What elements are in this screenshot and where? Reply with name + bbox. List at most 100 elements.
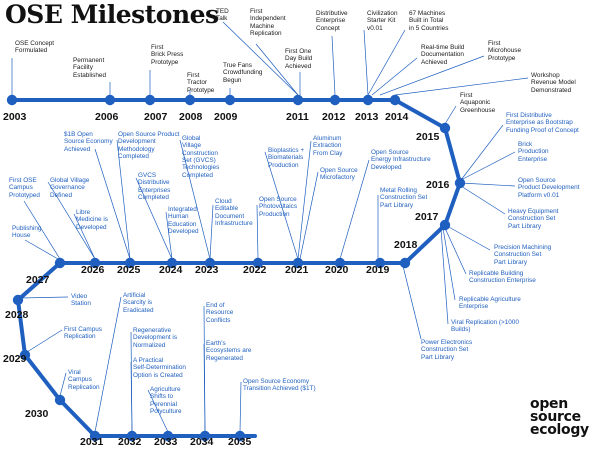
year-node <box>439 219 451 231</box>
year-label: 2003 <box>3 111 27 123</box>
year-label: 2009 <box>214 111 238 123</box>
leader-line <box>135 177 173 260</box>
year-label: 2024 <box>159 264 183 276</box>
milestone-label: Open Source Product Development Methodol… <box>118 131 180 161</box>
milestone-label: Open Source Photovoltaics Production <box>259 196 298 218</box>
leader-line <box>460 185 506 215</box>
year-node <box>374 257 386 269</box>
year-node <box>104 94 116 106</box>
year-node <box>362 94 374 106</box>
leader-line <box>339 159 370 260</box>
year-node <box>184 94 196 106</box>
leader-line <box>363 29 369 96</box>
year-label: 2017 <box>415 211 439 223</box>
milestone-label: Agriculture Shifts to Perennial Polycult… <box>150 386 182 416</box>
year-label: 2018 <box>394 239 418 251</box>
milestone-label: First OSE Campus Prototyped <box>9 177 40 199</box>
year-node <box>399 257 411 269</box>
leader-line <box>147 389 169 433</box>
year-label: 2011 <box>286 111 309 123</box>
year-node <box>439 122 451 134</box>
year-label: 2013 <box>355 111 379 123</box>
milestone-label: $1B Open Source Economy Achieved <box>64 131 113 153</box>
year-label: 2026 <box>81 264 105 276</box>
year-label: 2020 <box>325 264 349 276</box>
year-label: 2019 <box>366 264 390 276</box>
leader-line <box>460 182 516 187</box>
milestone-label: Civilization Starter Kit v0.01 <box>367 10 398 32</box>
milestone-label: Workshop Revenue Model Demonstrated <box>531 72 576 94</box>
leader-line <box>331 35 336 96</box>
leader-line <box>299 171 319 260</box>
year-node <box>6 94 18 106</box>
year-label: 2033 <box>154 436 178 448</box>
year-label: 2006 <box>95 111 119 123</box>
leader-line <box>47 181 96 260</box>
leader-line <box>209 204 214 260</box>
milestone-label: Permanent Facility Established <box>73 57 107 79</box>
year-label: 2022 <box>243 264 267 276</box>
year-label: 2008 <box>179 111 203 123</box>
milestone-label: A Practical Self-Determination Option is… <box>133 357 186 379</box>
year-label: 2025 <box>117 264 141 276</box>
leader-line <box>130 361 133 433</box>
year-node <box>124 257 136 269</box>
year-node <box>199 430 211 442</box>
year-label: 2014 <box>385 111 409 123</box>
milestone-label: 67 Machines Built in Total in 5 Countrie… <box>409 10 449 32</box>
year-node <box>329 94 341 106</box>
milestone-label: Open Source Microfactory <box>320 167 358 182</box>
milestone-label: Viral Campus Replication <box>68 369 100 391</box>
year-node <box>89 257 101 269</box>
milestone-label: GVCS Distributive Enterprises Completed <box>138 172 171 202</box>
year-label: 2015 <box>416 131 440 143</box>
milestone-label: Integrated Human Education Developed <box>168 206 199 236</box>
leader-line <box>73 213 96 260</box>
milestone-label: First Aquaponic Greenhouse <box>460 92 496 114</box>
year-node <box>162 430 174 442</box>
milestone-label: Global Village Governance Defined <box>50 177 90 199</box>
leader-line <box>444 227 467 275</box>
milestone-label: Earth's Ecosystems are Regenerated <box>206 340 252 362</box>
milestone-label: Open Source Energy Infrastructure Develo… <box>371 149 431 171</box>
milestone-label: TED Talk <box>216 8 229 23</box>
milestone-label: First Independent Machine Replication <box>250 8 286 38</box>
leader-line <box>297 140 312 260</box>
leader-line <box>394 77 529 96</box>
milestone-label: First One Day Build Achieved <box>285 48 313 70</box>
year-node <box>234 430 246 442</box>
milestone-label: Real-time Build Documentation Achieved <box>421 44 465 66</box>
leader-line <box>440 228 449 325</box>
leader-line <box>203 343 206 433</box>
leader-line <box>460 124 504 181</box>
milestone-label: Cloud Editable Document Infrastructure <box>215 198 253 228</box>
year-node <box>454 177 466 189</box>
year-node <box>252 257 264 269</box>
year-label: 2034 <box>190 436 214 448</box>
leader-line <box>460 151 516 181</box>
milestone-label: Publishing House <box>12 225 42 240</box>
year-node <box>389 94 401 106</box>
milestone-label: Viral Replication (>1000 Builds) <box>451 319 519 334</box>
leader-line <box>59 372 67 397</box>
logo-line-1: open <box>530 396 568 412</box>
year-node <box>12 294 24 306</box>
year-node <box>292 257 304 269</box>
leader-line <box>367 29 406 96</box>
year-label: 2029 <box>3 353 27 365</box>
year-label: 2016 <box>426 179 450 191</box>
year-label: 2035 <box>228 436 252 448</box>
year-node <box>144 94 156 106</box>
milestone-label: OSE Concept Formulated <box>15 40 55 55</box>
leader-line <box>19 296 69 299</box>
milestone-label: Replicable Agriculture Enterprise <box>459 296 521 311</box>
leader-line <box>24 239 59 260</box>
milestone-label: End of Resource Conflicts <box>206 302 234 324</box>
leader-line <box>165 211 173 260</box>
year-label: 2027 <box>26 274 50 286</box>
ose-logo: open source ecology <box>530 396 589 437</box>
year-node <box>224 94 236 106</box>
year-node <box>19 349 31 361</box>
